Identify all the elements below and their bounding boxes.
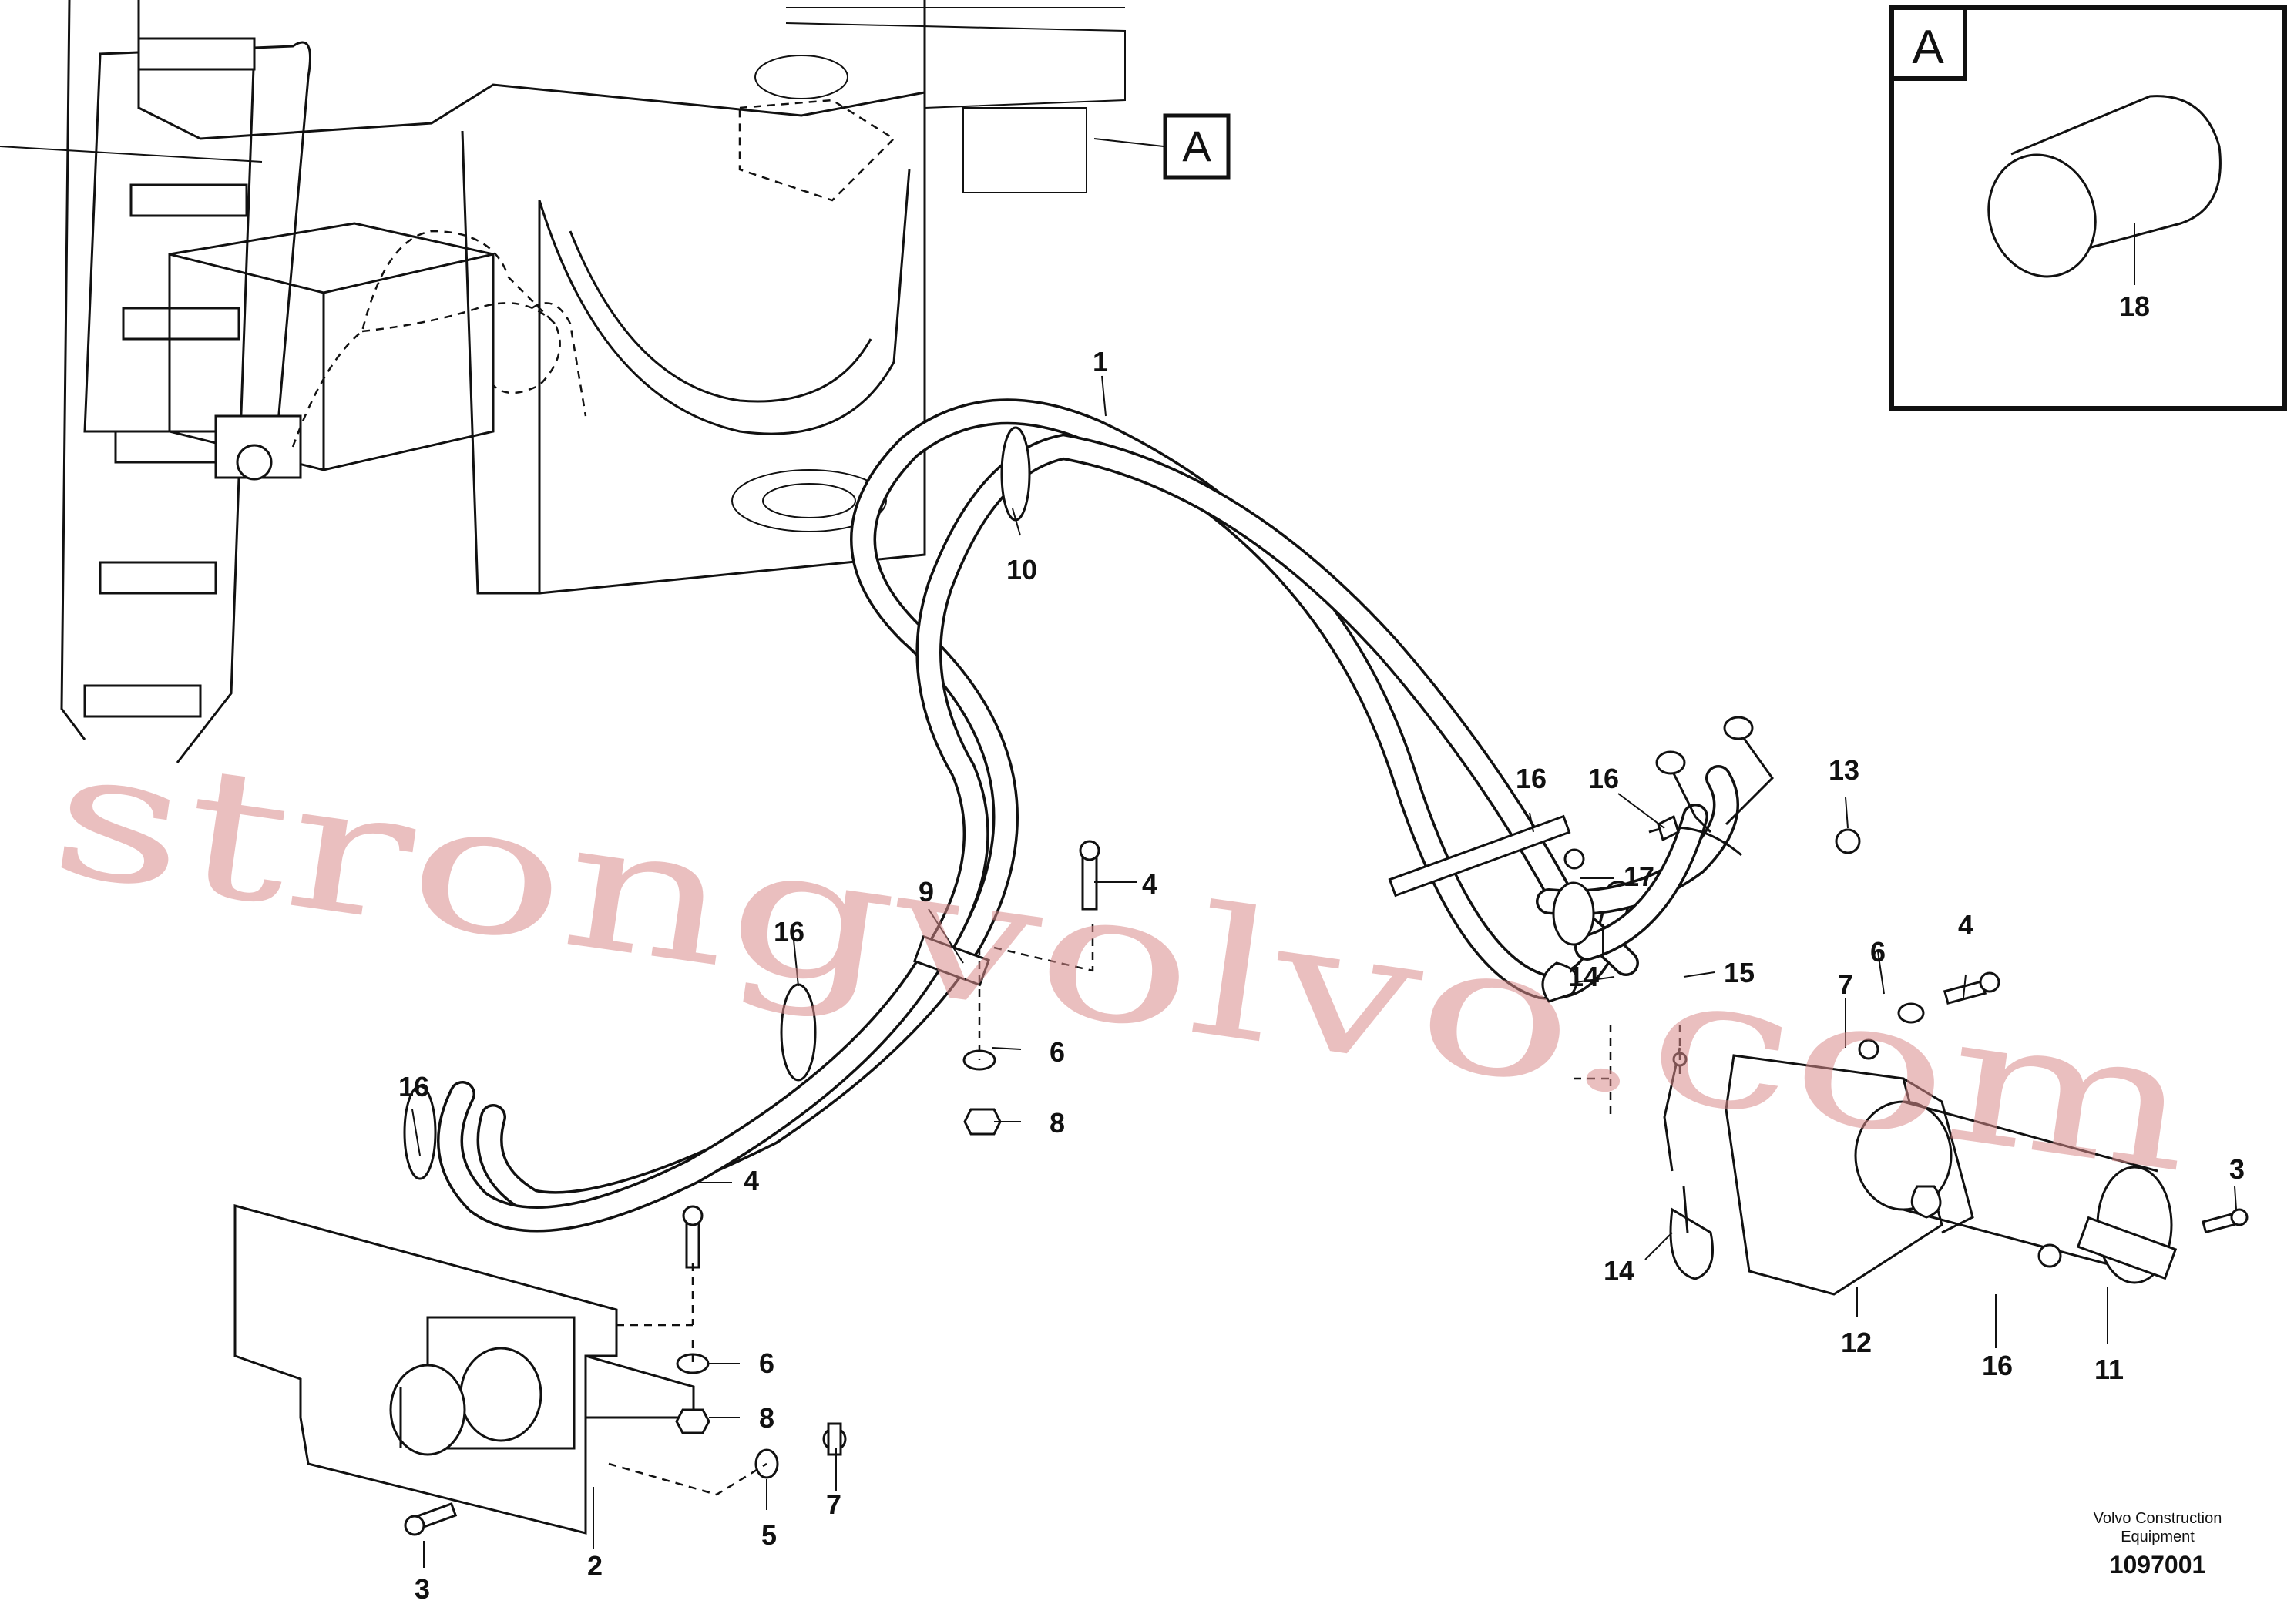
cable-lugs <box>1541 716 1942 1280</box>
callout-14: 14 <box>1568 961 1599 992</box>
callout-7: 7 <box>1838 968 1853 1000</box>
callout-15: 15 <box>1724 957 1755 988</box>
callout-8: 8 <box>759 1402 774 1434</box>
callout-9: 9 <box>919 876 934 908</box>
callout-4: 4 <box>1142 868 1157 900</box>
callout-16: 16 <box>398 1071 429 1102</box>
callout-16: 16 <box>1516 763 1547 794</box>
callout-13: 13 <box>1829 754 1859 786</box>
callout-10: 10 <box>1006 554 1037 586</box>
publisher-line-2: Equipment <box>2121 1528 2195 1545</box>
view-marker: A <box>1093 113 1231 180</box>
callout-16: 16 <box>1982 1350 2013 1381</box>
callout-labels: 1 2 3 3 4 4 4 5 6 6 6 7 7 8 8 9 10 11 12… <box>398 290 2245 1605</box>
callout-6: 6 <box>759 1347 774 1379</box>
callout-6: 6 <box>1050 1036 1065 1068</box>
callout-1: 1 <box>1093 346 1108 377</box>
callout-16: 16 <box>774 916 804 948</box>
detail-frame: A <box>1889 5 2287 411</box>
callout-17: 17 <box>1624 861 1654 892</box>
view-marker-label: A <box>1182 122 1211 170</box>
battery-switch-bracket <box>233 1204 695 1535</box>
publisher-line-1: Volvo Construction <box>2094 1510 2222 1527</box>
fasteners <box>404 840 2249 1536</box>
callout-4: 4 <box>1958 909 1973 941</box>
callout-5: 5 <box>761 1519 777 1551</box>
battery-box <box>168 222 587 481</box>
callout-12: 12 <box>1841 1327 1872 1358</box>
ladder <box>60 0 311 763</box>
callout-18: 18 <box>2119 290 2150 322</box>
fastener-axes <box>608 924 1681 1496</box>
callout-16: 16 <box>1588 763 1619 794</box>
callout-3: 3 <box>2229 1153 2245 1185</box>
publisher-block: Volvo Construction Equipment 1097001 <box>2094 1510 2222 1579</box>
machine-frame <box>0 0 1126 595</box>
drawing-number: 1097001 <box>2110 1551 2206 1579</box>
detail-marker-label: A <box>1912 21 1944 74</box>
leader-lines <box>411 375 2237 1568</box>
callout-7: 7 <box>826 1488 841 1520</box>
switch-bracket <box>1725 1054 2178 1296</box>
callout-11: 11 <box>2094 1354 2124 1385</box>
callout-14: 14 <box>1604 1255 1634 1287</box>
callout-2: 2 <box>587 1550 603 1582</box>
callout-8: 8 <box>1050 1107 1065 1139</box>
callout-4: 4 <box>744 1165 759 1196</box>
callout-3: 3 <box>415 1573 430 1605</box>
callout-6: 6 <box>1870 936 1886 968</box>
